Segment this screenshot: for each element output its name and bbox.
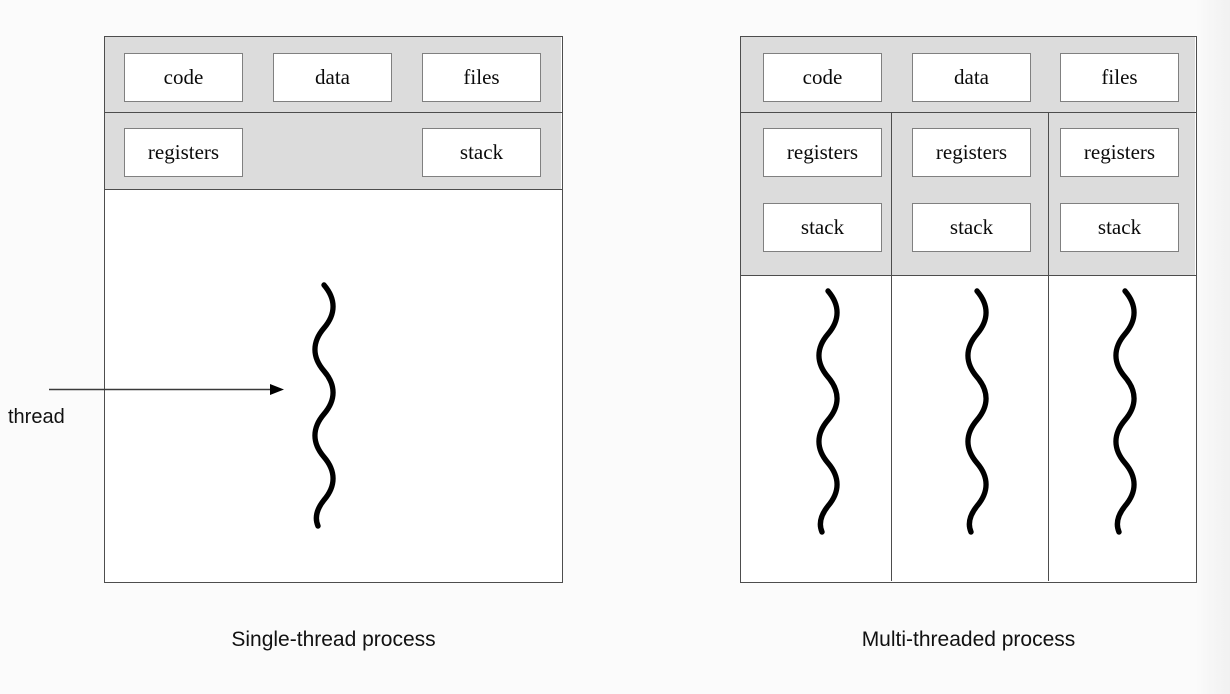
thread-column-1-squiggle [816, 288, 840, 535]
thread-pointer-arrow [49, 384, 284, 395]
multi-threaded-column-divider-2 [1048, 112, 1049, 581]
thread-column-3-registers: registers [1060, 128, 1179, 177]
multi-threaded-cell-data: data [912, 53, 1031, 102]
multi-threaded-cell-files: files [1060, 53, 1179, 102]
multi-threaded-process-caption: Multi-threaded process [861, 628, 1076, 651]
single-thread-squiggle [312, 282, 336, 529]
single-thread-row-divider [105, 112, 562, 113]
single-thread-cell-stack: stack [422, 128, 541, 177]
multi-threaded-row-divider [741, 112, 1196, 113]
thread-column-3-squiggle [1113, 288, 1137, 535]
multi-threaded-region-divider [741, 275, 1196, 276]
multi-threaded-process-container: code data files registers stack register… [740, 36, 1197, 583]
thread-column-2-registers: registers [912, 128, 1031, 177]
thread-pointer-label: thread [8, 406, 65, 428]
thread-column-3-stack: stack [1060, 203, 1179, 252]
single-thread-process-caption: Single-thread process [231, 628, 436, 651]
thread-column-2-stack: stack [912, 203, 1031, 252]
single-thread-cell-files: files [422, 53, 541, 102]
multi-threaded-cell-code: code [763, 53, 882, 102]
multi-threaded-column-divider-1 [891, 112, 892, 581]
thread-column-1-registers: registers [763, 128, 882, 177]
thread-column-1-stack: stack [763, 203, 882, 252]
page-edge-shading [1196, 0, 1230, 694]
single-thread-cell-registers: registers [124, 128, 243, 177]
single-thread-process-container: code data files registers stack [104, 36, 563, 583]
thread-column-2-squiggle [965, 288, 989, 535]
single-thread-region-divider [105, 189, 562, 190]
single-thread-cell-data: data [273, 53, 392, 102]
single-thread-cell-code: code [124, 53, 243, 102]
